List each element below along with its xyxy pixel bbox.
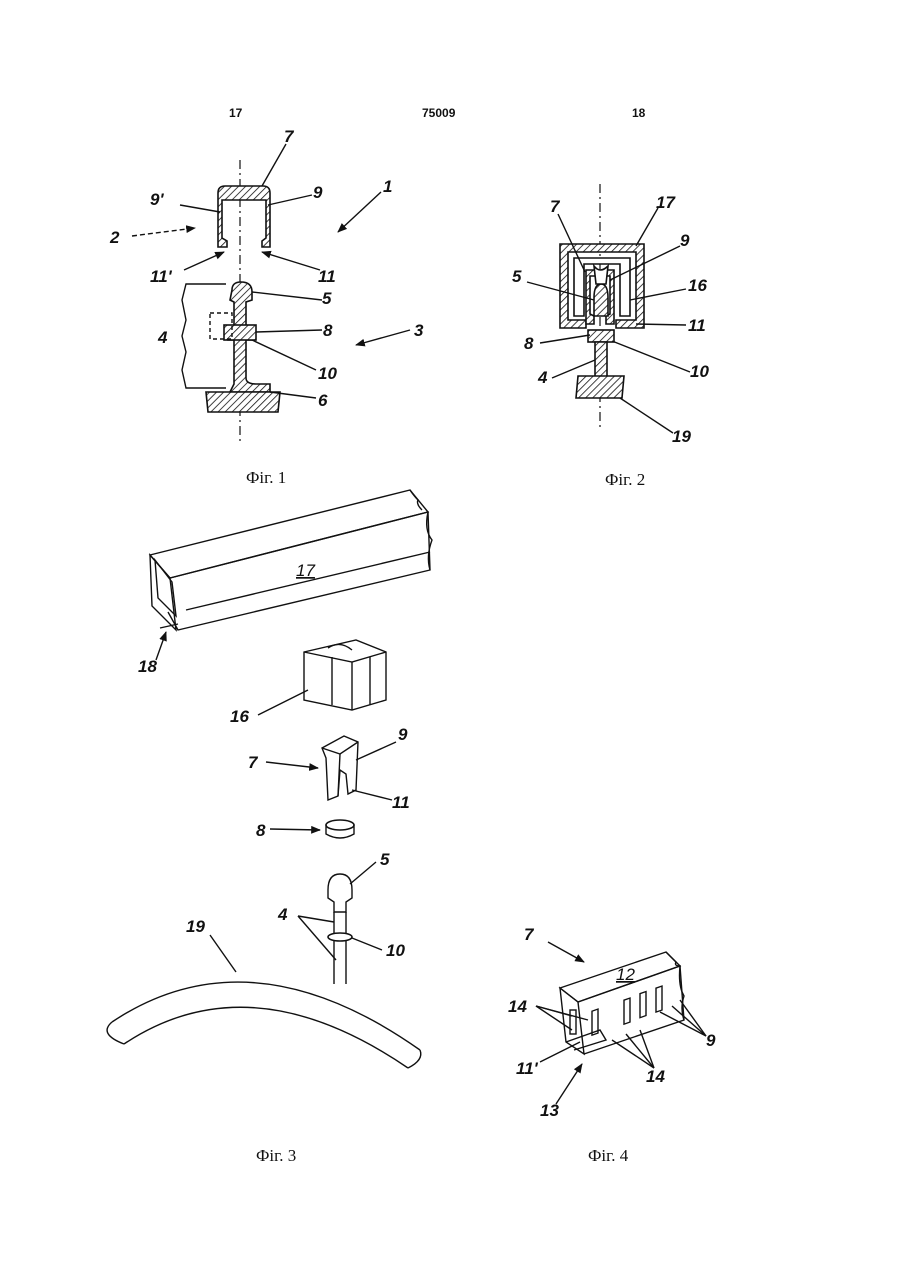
fig1-label-4: 4 [157, 328, 168, 347]
fig3-label-4: 4 [277, 905, 288, 924]
fig4-label-13: 13 [540, 1101, 559, 1120]
fig4-label-9: 9 [706, 1031, 716, 1050]
fig2-label-5: 5 [512, 267, 522, 286]
fig3-label-17: 17 [296, 561, 315, 580]
fig1-label-3: 3 [414, 321, 424, 340]
fig1-label-5: 5 [322, 289, 332, 308]
fig2-label-19: 19 [672, 427, 691, 446]
fig3-label-18: 18 [138, 657, 157, 676]
fig2-label-9: 9 [680, 231, 690, 250]
fig3-label-11: 11 [392, 793, 410, 812]
fig3-label-7: 7 [248, 753, 259, 772]
figure-4-caption: Фіг. 4 [588, 1146, 628, 1166]
fig1-label-7: 7 [284, 127, 295, 146]
fig3-label-10: 10 [386, 941, 405, 960]
fig4-label-11-prime: 11' [516, 1059, 539, 1078]
fig4-label-12: 12 [616, 965, 635, 984]
fig1-label-9-prime: 9' [150, 190, 164, 209]
fig3-label-19: 19 [186, 917, 205, 936]
figure-3-caption: Фіг. 3 [256, 1146, 296, 1166]
figure-3 [107, 490, 432, 1068]
figure-1-caption: Фіг. 1 [246, 468, 286, 488]
fig3-label-9: 9 [398, 725, 408, 744]
fig1-label-6: 6 [318, 391, 328, 410]
fig4-label-14-bottom: 14 [646, 1067, 665, 1086]
fig2-label-7: 7 [550, 197, 561, 216]
fig2-label-10: 10 [690, 362, 709, 381]
fig3-label-16: 16 [230, 707, 249, 726]
fig2-label-11: 11 [688, 316, 706, 335]
fig1-label-11-prime: 11' [150, 267, 173, 286]
fig1-label-1: 1 [383, 177, 392, 196]
figure-1 [132, 144, 410, 445]
fig2-label-4: 4 [537, 368, 548, 387]
fig4-label-14-top: 14 [508, 997, 527, 1016]
fig1-label-9: 9 [313, 183, 323, 202]
fig4-label-7: 7 [524, 925, 535, 944]
fig1-label-2: 2 [109, 228, 120, 247]
fig2-label-17: 17 [656, 193, 676, 212]
fig1-label-11: 11 [318, 267, 336, 286]
fig1-label-8: 8 [323, 321, 333, 340]
figure-2-caption: Фіг. 2 [605, 470, 645, 490]
fig3-label-8: 8 [256, 821, 266, 840]
fig3-label-5: 5 [380, 850, 390, 869]
figure-2 [527, 184, 690, 433]
fig2-label-8: 8 [524, 334, 534, 353]
fig2-label-16: 16 [688, 276, 707, 295]
fig1-label-10: 10 [318, 364, 337, 383]
